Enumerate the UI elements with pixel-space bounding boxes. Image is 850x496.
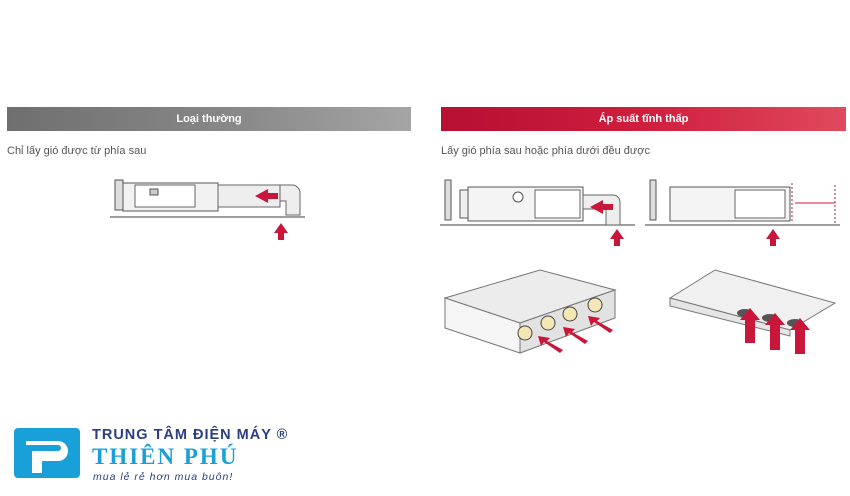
- rear-intake-diagram: [110, 179, 305, 240]
- low-static-pressure-header: Áp suất tĩnh thấp: [441, 107, 846, 131]
- normal-type-caption: Chỉ lấy gió được từ phía sau: [7, 145, 147, 157]
- low-static-pressure-caption: Lấy gió phía sau hoặc phía dưới đều được: [441, 145, 650, 157]
- rear-intake-3d-unit: [443, 269, 617, 354]
- rear-intake-pressure-diagram: [440, 179, 635, 246]
- brand-line-1: TRUNG TÂM ĐIỆN MÁY ®: [92, 427, 289, 443]
- bottom-intake-diagram: [645, 179, 840, 246]
- brand-name: THIÊN PHÚ: [92, 444, 239, 469]
- brand-tagline: mua lẻ rẻ hơn mua buôn!: [93, 471, 234, 483]
- bottom-intake-3d-unit: [668, 269, 837, 354]
- thien-phu-logo-icon: [14, 428, 80, 478]
- normal-type-header: Loại thường: [7, 107, 411, 131]
